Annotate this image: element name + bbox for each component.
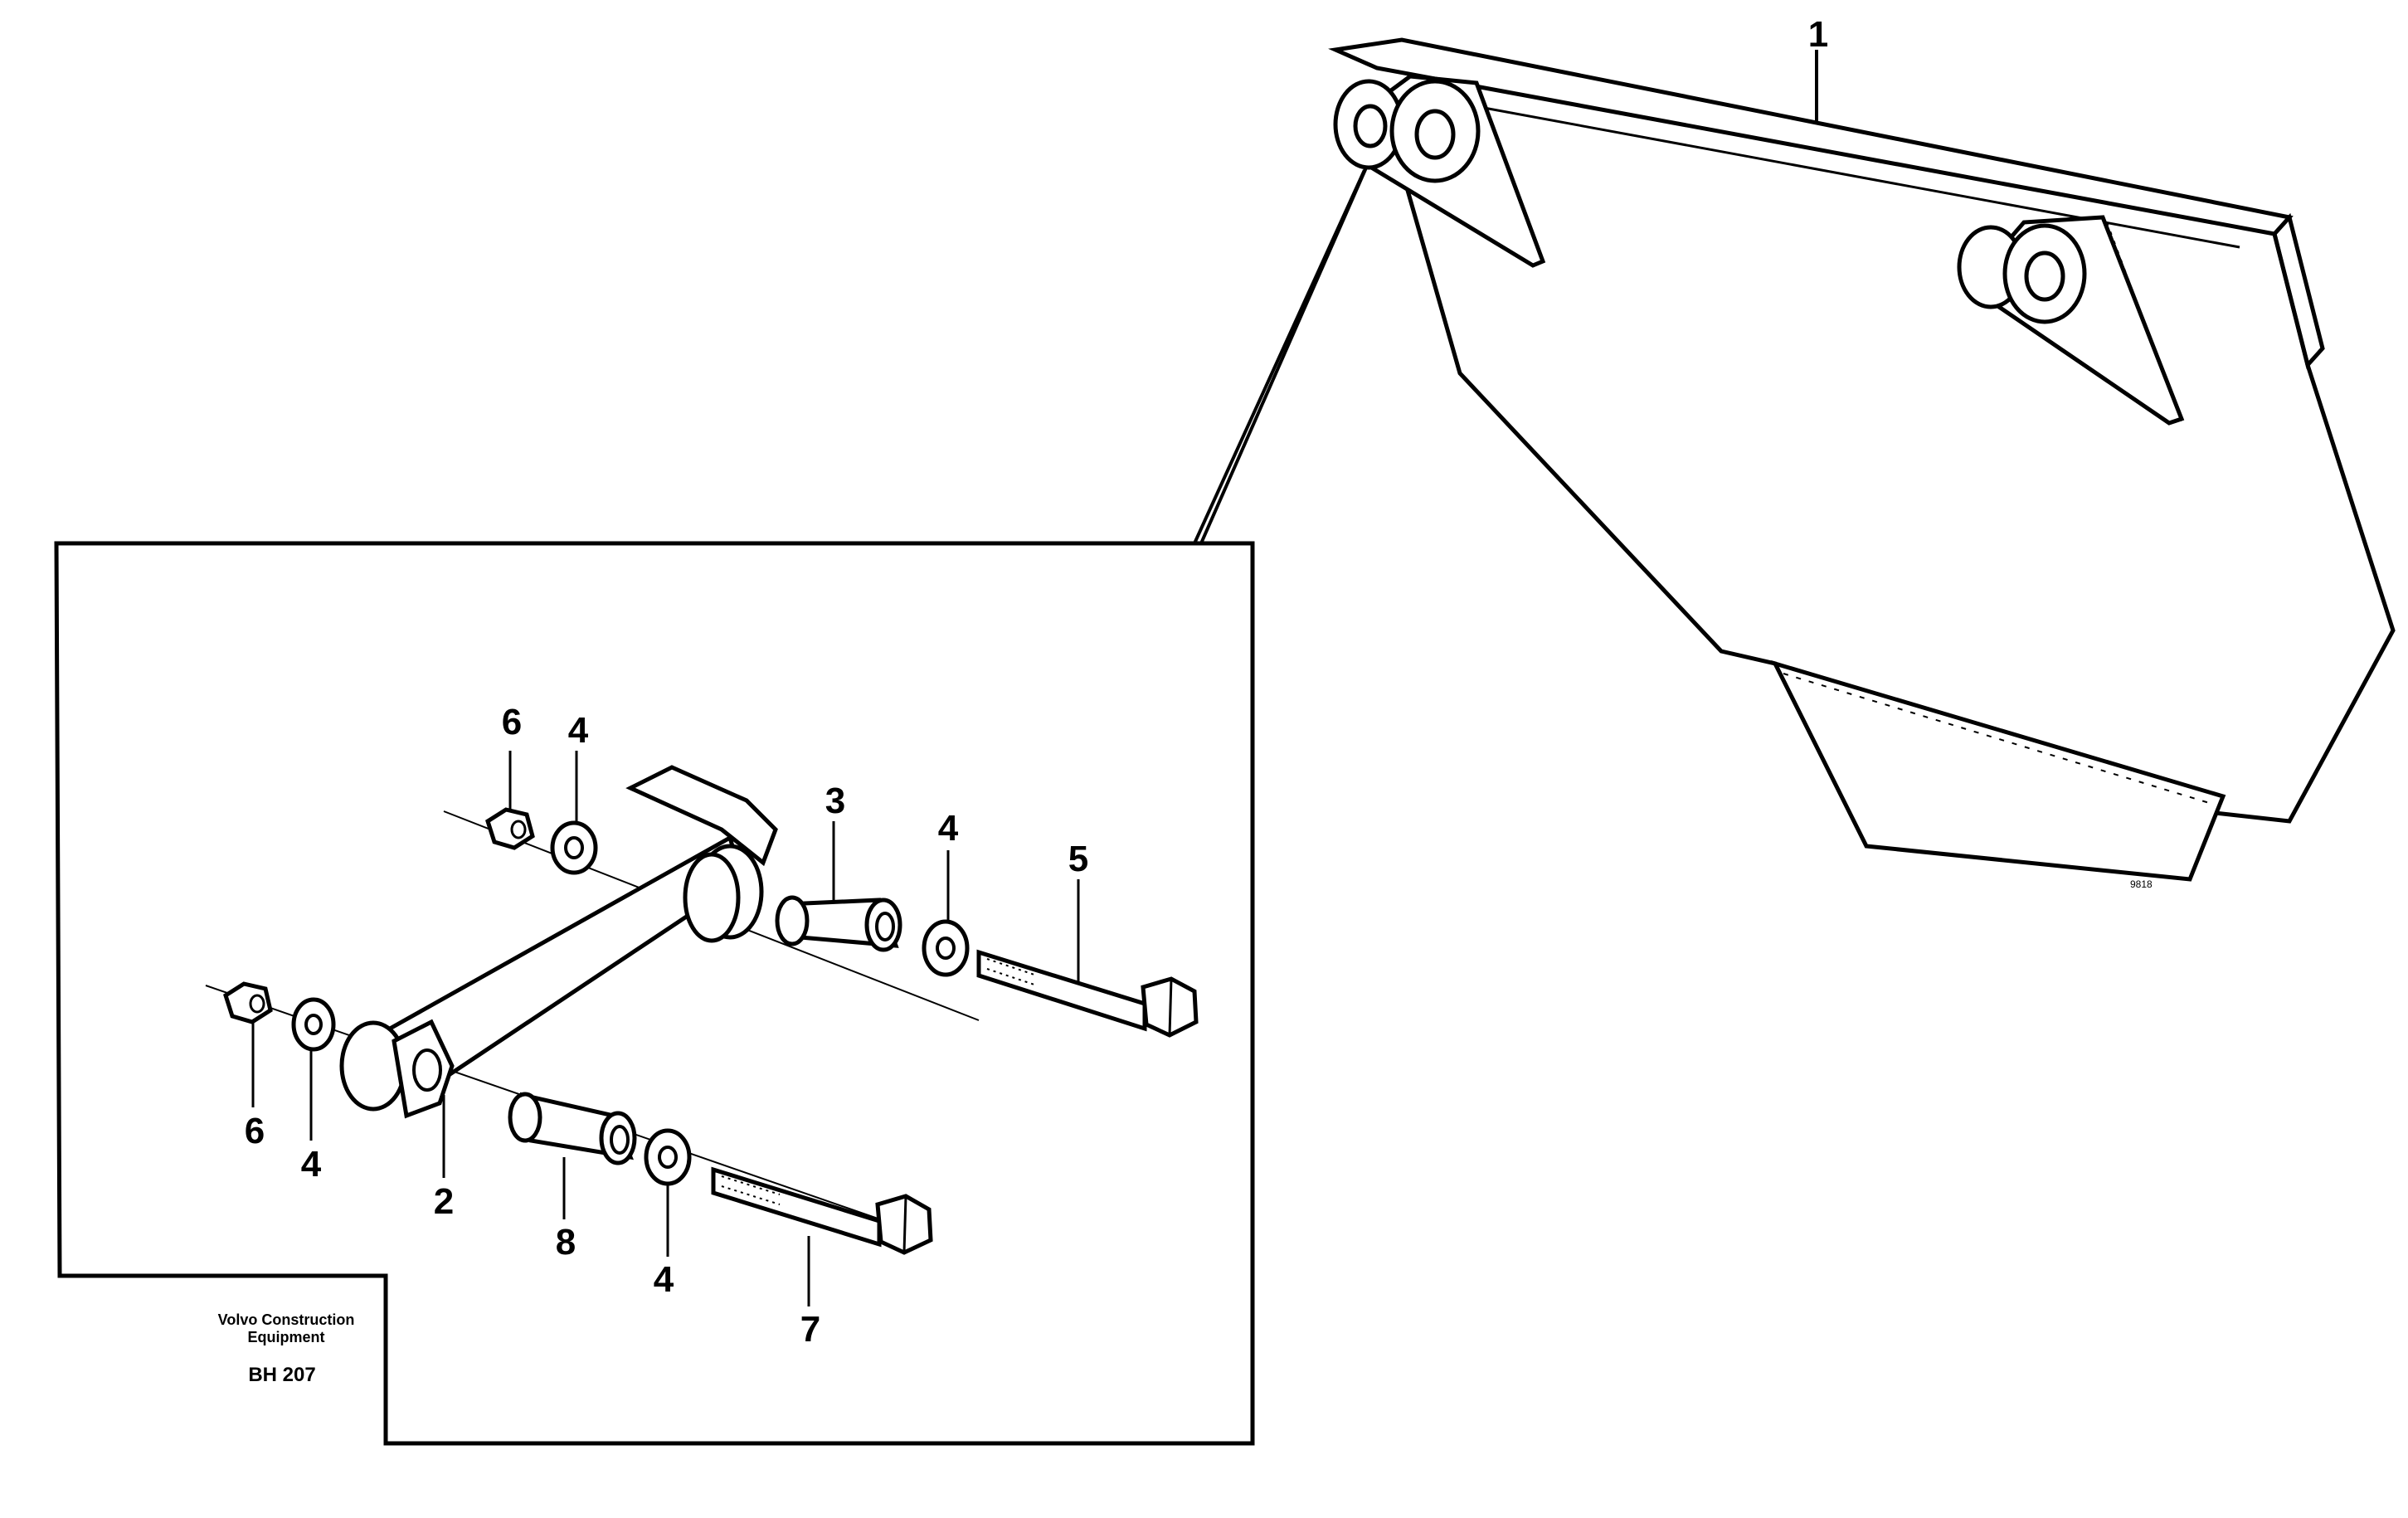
callout-7: 7 [800, 1309, 820, 1350]
callout-3: 3 [825, 781, 845, 821]
callout-8: 8 [556, 1222, 576, 1263]
part-5-bolt [976, 949, 1199, 1038]
part-6-nut-a [485, 807, 535, 850]
callout-6-lower: 6 [245, 1111, 265, 1151]
detail-connector [1193, 165, 1369, 544]
callout-1: 1 [1808, 14, 1828, 55]
callout-4-right: 4 [938, 808, 959, 849]
callout-4-upper: 4 [568, 710, 589, 751]
part-4-washer-b [922, 919, 970, 977]
part-6-nut-b [223, 981, 273, 1024]
part-7-bolt [711, 1166, 933, 1255]
caption-company: Volvo Construction [218, 1311, 355, 1328]
detail-frame [54, 541, 1255, 1446]
callout-4-lower: 4 [301, 1144, 322, 1185]
part-2-lever [339, 765, 778, 1119]
drawing-mark: 9818 [2130, 878, 2153, 890]
callout-5: 5 [1068, 839, 1088, 879]
part-4-washer-d [644, 1128, 692, 1186]
figure-code: BH 207 [248, 1364, 315, 1386]
exploded-parts [205, 751, 1199, 1306]
part-3-bushing [775, 895, 902, 952]
part-4-washer-c [291, 997, 336, 1052]
callout-2: 2 [434, 1181, 454, 1222]
bucket-plate [1328, 37, 2396, 882]
part-4-washer-a [550, 820, 598, 875]
callout-6-upper: 6 [502, 702, 522, 742]
caption-equipment: Equipment [248, 1329, 325, 1345]
leader-lines [251, 751, 1080, 1306]
part-8-bushing [508, 1092, 637, 1165]
callout-4-bottom: 4 [654, 1259, 674, 1300]
